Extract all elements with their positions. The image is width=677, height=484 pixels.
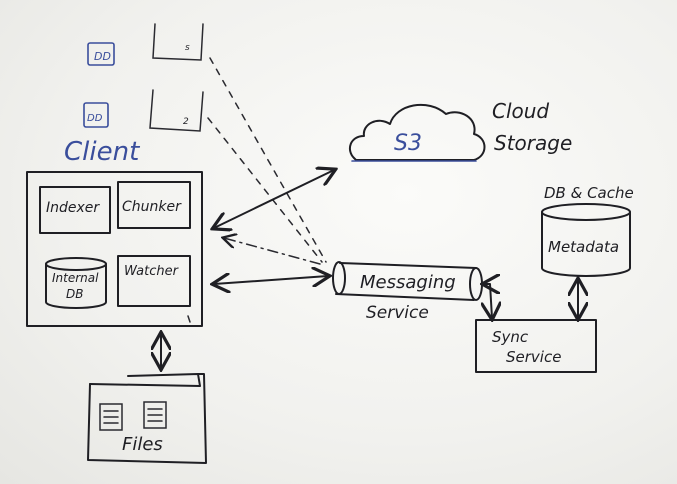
queue-bottom <box>335 293 475 301</box>
db-cache-label: DB & Cache <box>544 184 634 202</box>
messaging-queue: Messaging <box>332 261 483 301</box>
queue-top <box>339 262 477 269</box>
cloud-outline <box>348 104 486 161</box>
indexer-label: Indexer <box>46 200 100 216</box>
client-box <box>26 171 203 327</box>
messaging-label-line1: Messaging <box>360 272 456 293</box>
files-folder: Files <box>87 373 207 464</box>
folder-tab <box>89 373 201 387</box>
client-s3-arrow <box>214 170 334 228</box>
sync-service-box <box>475 319 597 373</box>
indexer-box <box>39 186 111 234</box>
device-label-bottom-right: 2 <box>183 117 189 127</box>
chunker-box <box>117 181 191 229</box>
sync-service-label-line2: Service <box>506 348 561 366</box>
device-label-top-right: s <box>185 43 190 53</box>
s3-cloud: S3 <box>348 104 486 162</box>
cloud-storage-label-line2: Storage <box>494 131 572 155</box>
device-icon-bottom-right <box>149 89 204 132</box>
client-title: Client <box>64 137 140 167</box>
device-icon-top-right <box>152 23 204 61</box>
watcher-box <box>117 255 191 307</box>
client-box-tick <box>187 315 191 323</box>
document-icon-1 <box>99 403 123 431</box>
cloud-storage-label-line1: Cloud <box>492 99 549 123</box>
document-icon-2 <box>143 401 167 429</box>
metadata-label: Metadata <box>548 238 619 256</box>
internal-db-cylinder: Internal DB <box>45 257 107 309</box>
s3-label: S3 <box>394 131 422 156</box>
device-to-messaging-dashed-line-2 <box>207 117 323 263</box>
internal-db-label-line2: DB <box>66 287 83 301</box>
device-group-top: DD s <box>87 23 204 66</box>
device-to-messaging-dashed-line-1 <box>209 57 327 263</box>
messaging-to-client-dashed-arrow <box>224 238 321 265</box>
device-icon-top-left <box>87 42 115 66</box>
device-group-bottom: DD 2 <box>83 89 204 132</box>
files-label: Files <box>122 434 163 455</box>
queue-right-end <box>469 267 483 301</box>
messaging-label-line2: Service <box>366 303 429 323</box>
device-icon-bottom-left <box>83 102 109 128</box>
folder-body <box>87 373 207 464</box>
device-label-top-left: DD <box>94 50 111 63</box>
messaging-sync-arrow <box>484 284 492 318</box>
sync-service-label-line1: Sync <box>492 328 529 346</box>
client-messaging-arrow <box>214 276 328 284</box>
chunker-label: Chunker <box>122 199 182 215</box>
internal-db-label-line1: Internal <box>52 271 99 285</box>
queue-left-end <box>332 261 346 295</box>
metadata-db-cylinder: Metadata <box>541 203 631 277</box>
watcher-label: Watcher <box>124 264 180 279</box>
device-label-bottom-left: DD <box>87 113 103 124</box>
